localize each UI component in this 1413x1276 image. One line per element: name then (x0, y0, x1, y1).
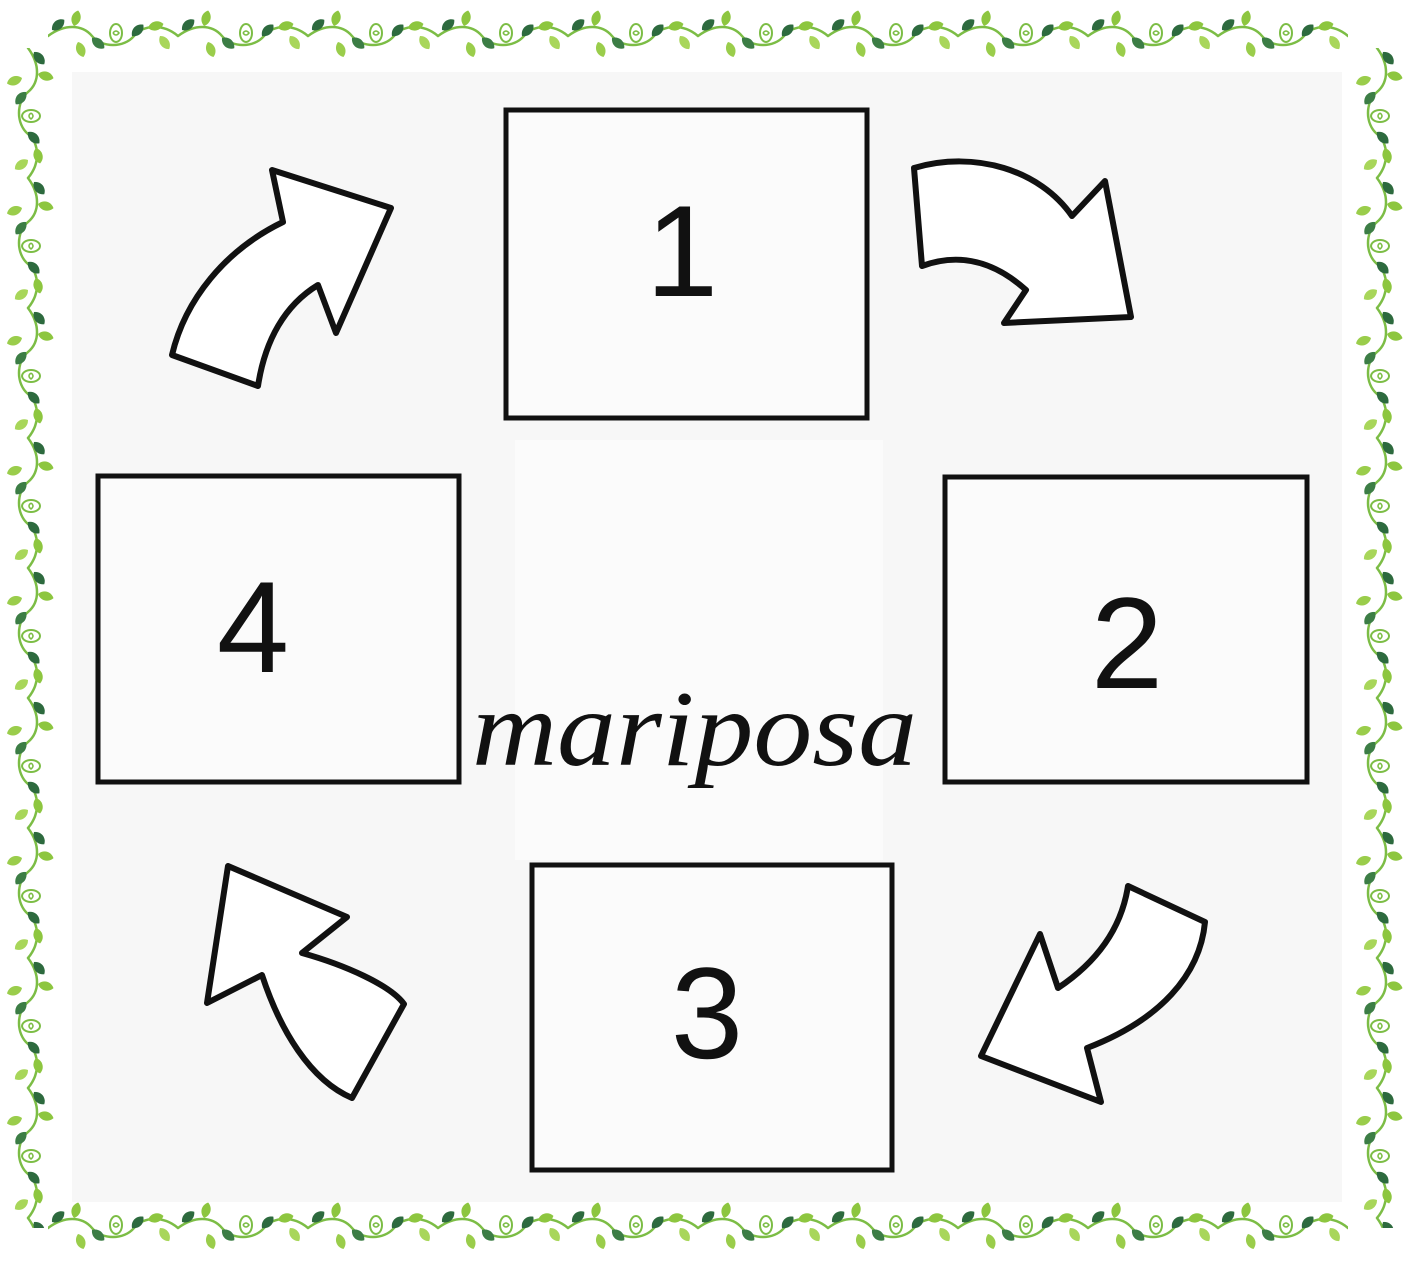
step-box-2: 2 (945, 477, 1307, 782)
step-number-3: 3 (671, 940, 743, 1086)
step-number-2: 2 (1091, 570, 1163, 716)
vine-border-bottom (48, 1198, 1348, 1254)
vine-border-top (48, 6, 1348, 62)
vine-border-right (1351, 48, 1407, 1228)
step-number-1: 1 (646, 178, 718, 324)
center-area (515, 440, 883, 860)
step-box-3: 3 (532, 865, 892, 1170)
vine-border-left (2, 48, 58, 1228)
step-number-4: 4 (217, 554, 289, 700)
step-box-1: 1 (506, 110, 867, 418)
center-word: mariposa (472, 670, 917, 789)
step-box-4: 4 (98, 476, 459, 782)
